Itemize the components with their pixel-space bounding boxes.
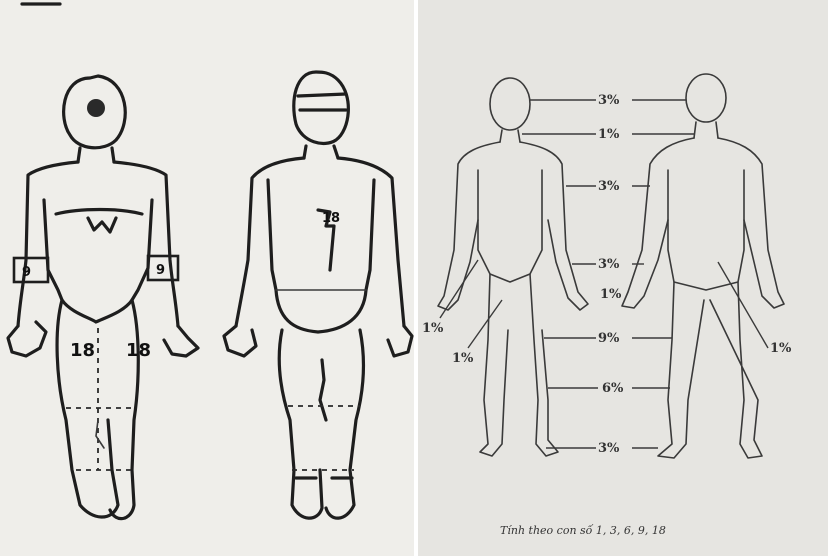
back-left-hand xyxy=(224,326,256,356)
front-neck xyxy=(78,148,114,162)
hand-percent: 1% xyxy=(600,287,622,302)
back-right-hand xyxy=(388,326,412,356)
right-arm-label: 9 xyxy=(156,263,165,278)
front-chest-line xyxy=(56,210,142,215)
back-head-hatch xyxy=(298,94,346,110)
forearm-percent: 3% xyxy=(598,257,620,272)
front-right-leg-outline xyxy=(530,274,558,456)
front-right-hand xyxy=(164,326,198,356)
buttock-right-percent: 1% xyxy=(770,341,792,356)
front-right-outline xyxy=(114,162,178,326)
back-left-leg-outline xyxy=(658,282,704,458)
back-right-leg xyxy=(326,330,363,518)
back-head xyxy=(294,72,349,143)
front-head-outline xyxy=(490,78,530,130)
back-figure: 18 xyxy=(224,72,412,518)
head-percent: 3% xyxy=(598,93,620,108)
back-head-outline xyxy=(686,74,726,122)
front-left-hand xyxy=(8,322,46,356)
back-calf-mark xyxy=(320,360,326,420)
back-torso-outline xyxy=(668,170,744,290)
left-arm-label: 9 xyxy=(22,265,31,280)
genital-percent: 1% xyxy=(452,351,474,366)
back-neck-outline xyxy=(694,122,718,138)
foot-percent: 3% xyxy=(598,441,620,456)
buttock-left-percent: 1% xyxy=(422,321,444,336)
front-torso-outline xyxy=(478,170,542,282)
front-knee-mark xyxy=(96,420,104,448)
rule-of-nines-drawing: 9 9 18 18 xyxy=(0,0,414,556)
percent-chart-drawing: 3% 1% 3% 3% 1% 1% 1% 9% 6% 3% 1% Tính th… xyxy=(418,0,828,556)
back-neck xyxy=(304,146,338,158)
back-right-leg-outline xyxy=(710,282,762,458)
back-trunk-label: 18 xyxy=(322,211,340,226)
front-head-mark xyxy=(87,99,105,117)
back-left-leg xyxy=(279,330,322,518)
upper-arm-percent: 3% xyxy=(598,179,620,194)
back-outline xyxy=(622,74,784,458)
back-left-arm-outline xyxy=(622,138,694,308)
rule-of-nines-panel: 9 9 18 18 xyxy=(0,0,414,556)
left-leg-label: 18 xyxy=(70,340,95,361)
back-trunk xyxy=(268,180,374,332)
right-leg-label: 18 xyxy=(126,340,151,361)
front-neck-outline xyxy=(500,130,520,142)
front-figure: 9 9 18 18 xyxy=(8,76,198,519)
front-chest-mark xyxy=(88,218,116,232)
front-left-leg-outline xyxy=(480,274,508,456)
percent-chart-panel: 3% 1% 3% 3% 1% 1% 1% 9% 6% 3% 1% Tính th… xyxy=(418,0,828,556)
back-right-arm-outline xyxy=(718,138,784,308)
thigh-percent: 9% xyxy=(598,331,620,346)
leg-percent: 6% xyxy=(602,381,624,396)
caption: Tính theo con số 1, 3, 6, 9, 18 xyxy=(500,524,666,537)
front-left-arm-outline xyxy=(438,142,500,310)
neck-percent: 1% xyxy=(598,127,620,142)
